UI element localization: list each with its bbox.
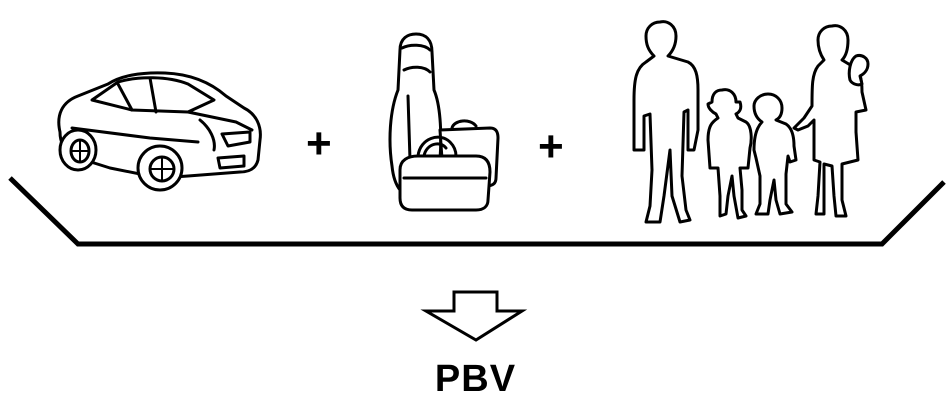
down-arrow-icon (420, 290, 528, 342)
plus-operator-1: + (306, 119, 332, 168)
plus-operator-2: + (538, 122, 564, 171)
family-icon (632, 20, 870, 224)
car-icon (57, 71, 262, 192)
platform-bracket (8, 176, 946, 247)
result-label: PBV (434, 358, 517, 400)
luggage-icon (388, 32, 500, 212)
